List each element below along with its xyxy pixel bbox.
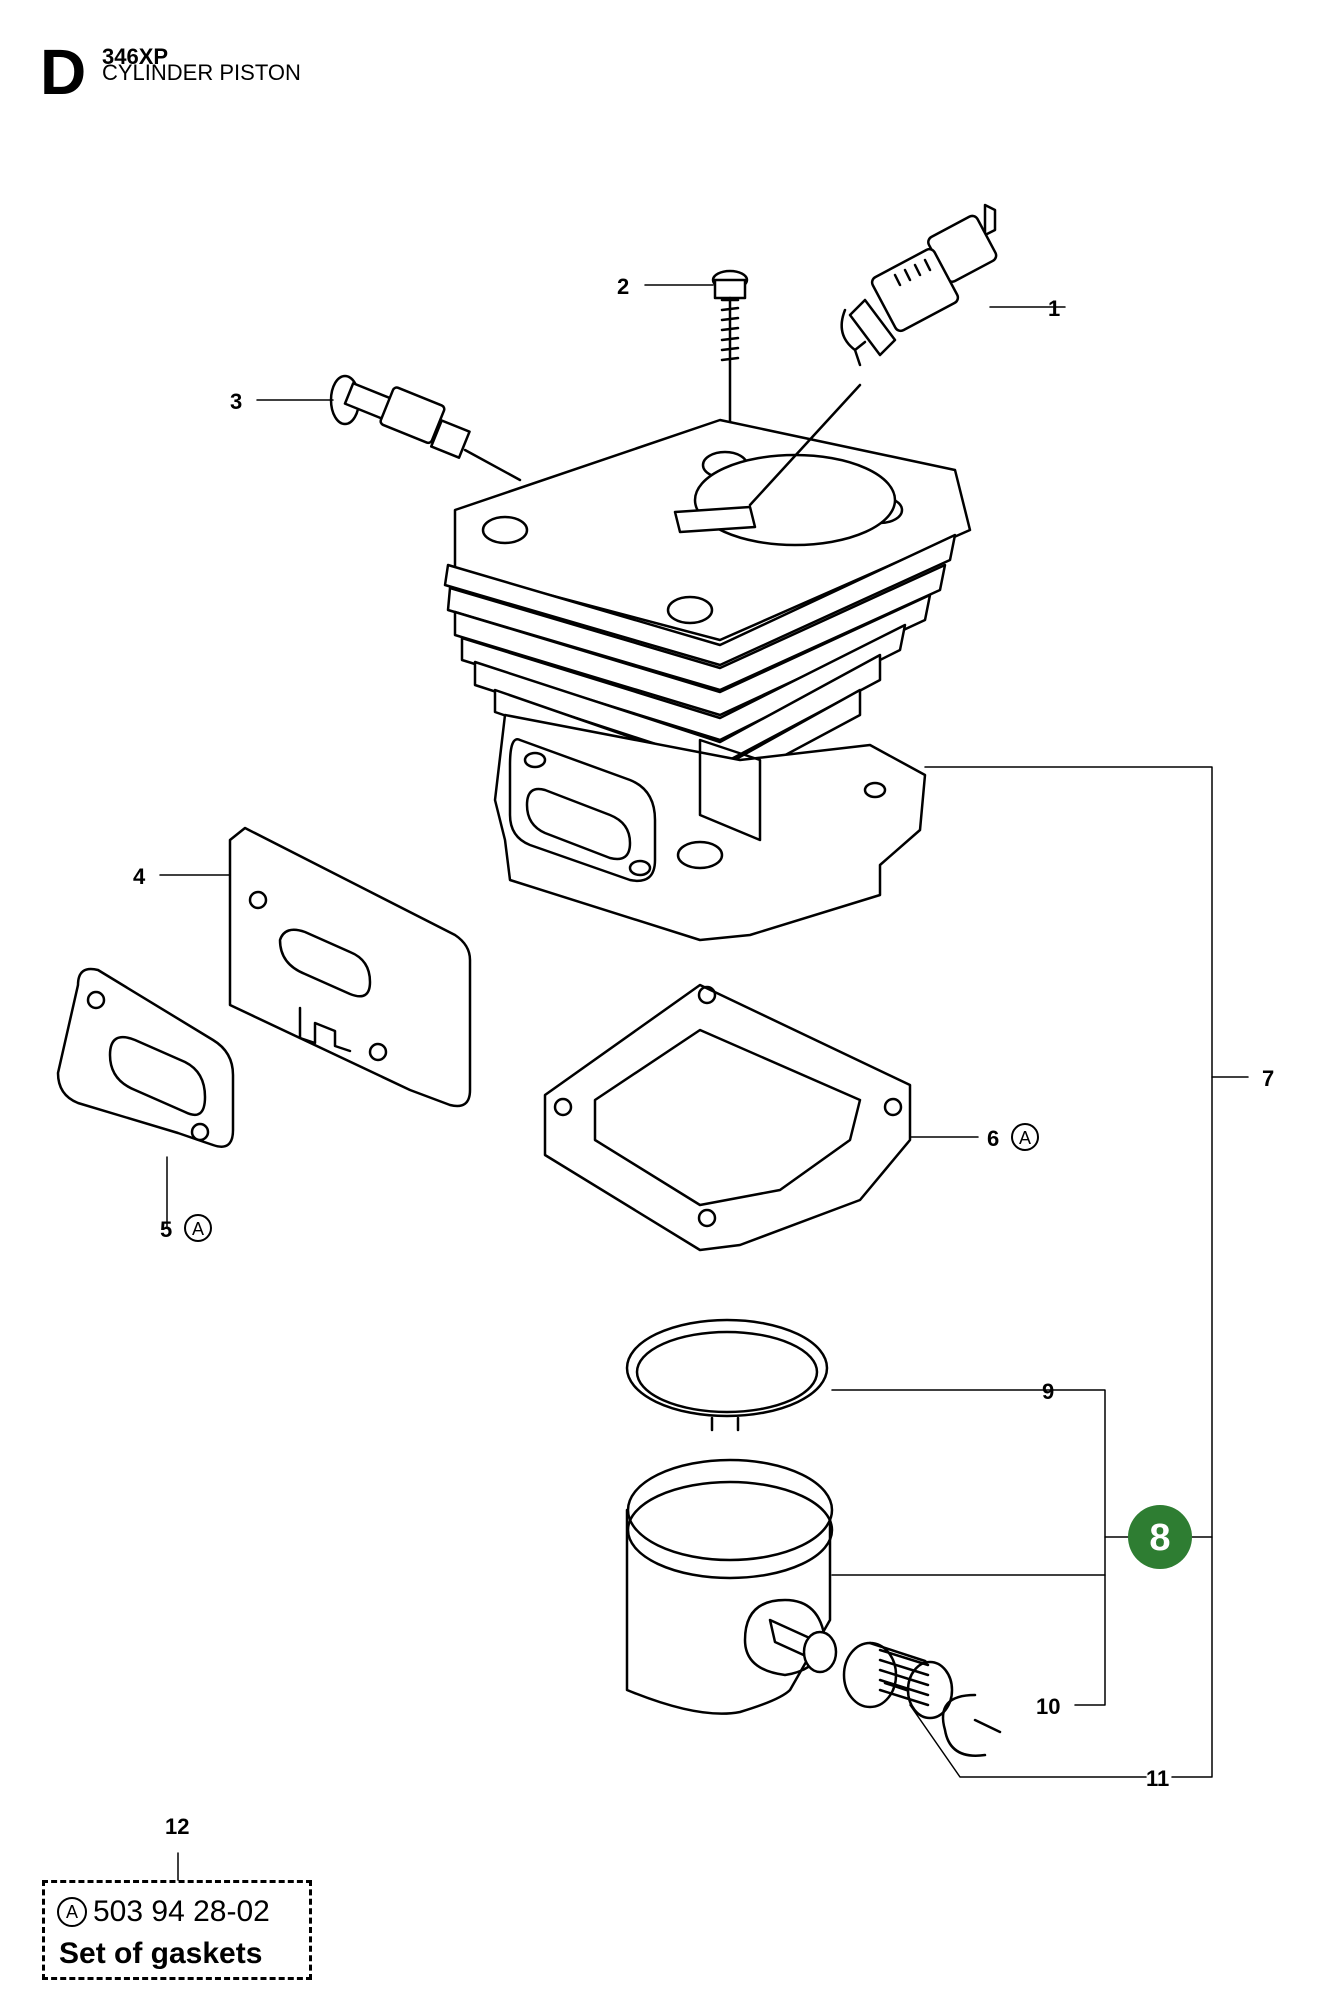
marker-a-5-text: A — [192, 1219, 204, 1239]
muffler-gasket[interactable] — [56, 967, 235, 1148]
marker-a-5 — [184, 1214, 212, 1242]
callout-1: 1 — [1048, 296, 1060, 321]
callout-5: 5 — [160, 1217, 172, 1242]
piston-ring[interactable] — [625, 1318, 829, 1432]
callout-12: 12 — [165, 1814, 189, 1839]
callout-7: 7 — [1262, 1066, 1274, 1091]
kit-marker-a: A — [57, 1897, 87, 1927]
section-letter: D — [40, 36, 87, 108]
heat-shield-plate[interactable] — [228, 826, 472, 1108]
page-title: CYLINDER PISTON — [102, 60, 301, 85]
kit-description: Set of gaskets — [59, 1937, 263, 1970]
marker-a-6 — [1011, 1123, 1039, 1151]
cylinder-screw[interactable] — [711, 269, 749, 432]
callout-3: 3 — [230, 389, 242, 414]
highlight-circle[interactable] — [1128, 1505, 1192, 1569]
marker-a-6-text: A — [1019, 1128, 1031, 1148]
circlip[interactable] — [941, 1693, 1002, 1757]
callout-8: 8 — [1149, 1517, 1170, 1559]
callout-9: 9 — [1042, 1379, 1054, 1404]
decompression-valve[interactable] — [329, 374, 522, 482]
model-name: 346XP — [102, 44, 169, 69]
kit-box-line1: A 503 94 28-02 — [57, 1895, 270, 1929]
cylinder[interactable] — [443, 383, 972, 942]
kit-box: A 503 94 28-02 Set of gaskets — [42, 1880, 312, 1980]
leader-lines — [159, 284, 1249, 1881]
spark-plug[interactable] — [840, 203, 999, 367]
piston[interactable] — [625, 1458, 838, 1715]
cylinder-base-gasket[interactable] — [543, 983, 912, 1252]
needle-bearing[interactable] — [842, 1641, 954, 1720]
kit-part-number: 503 94 28-02 — [93, 1895, 270, 1928]
callout-10: 10 — [1036, 1694, 1060, 1719]
callout-11: 11 — [1146, 1766, 1169, 1791]
callout-6: 6 — [987, 1126, 999, 1151]
callout-2: 2 — [617, 274, 629, 299]
callout-4: 4 — [133, 864, 146, 889]
